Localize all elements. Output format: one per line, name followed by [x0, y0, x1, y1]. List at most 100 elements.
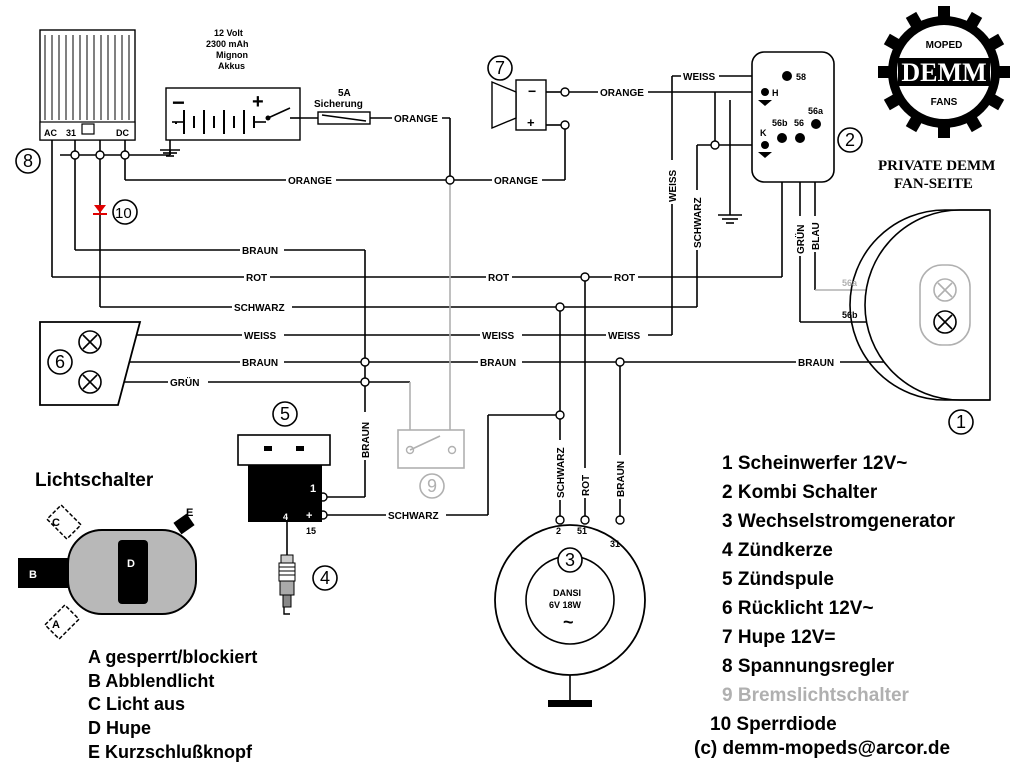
switch-e: E [186, 507, 193, 519]
battery-minus: − [172, 90, 185, 115]
copyright: (c) demm-mopeds@arcor.de [694, 738, 950, 759]
coil-1: 1 [310, 483, 316, 495]
label-rot-2: ROT [488, 273, 509, 284]
legend-7: 7 Hupe 12V= [722, 627, 836, 648]
switch-a: A [52, 619, 60, 631]
kombi-h: H [772, 88, 779, 98]
logo-bottom: FANS [931, 97, 958, 108]
component-numbers: 8 10 7 2 1 6 5 9 4 3 [15, 55, 974, 591]
legend-5: 5 Zündspule [722, 569, 834, 590]
battery-line3: Mignon [216, 50, 248, 60]
generator-spec: 6V 18W [549, 600, 582, 610]
generator-symbol: ~ [563, 612, 574, 632]
badge-5: 5 [280, 404, 290, 424]
label-blau-vertical: BLAU [811, 222, 822, 250]
fuse: 5A Sicherung [314, 88, 371, 125]
legend-4: 4 Zündkerze [722, 540, 833, 561]
switch-c: C [52, 517, 60, 529]
battery-line4: Akkus [218, 61, 245, 71]
label-rot-3: ROT [614, 273, 635, 284]
battery-plus: + [252, 91, 264, 113]
label-weiss-58: WEISS [683, 72, 716, 83]
label-braun-gen: BRAUN [616, 461, 627, 497]
logo-line2: FAN-SEITE [894, 176, 973, 192]
voltage-regulator: AC 31 DC [39, 29, 136, 141]
label-weiss-2: WEISS [482, 331, 515, 342]
badge-4: 4 [320, 568, 330, 588]
label-schwarz-coil: SCHWARZ [388, 511, 439, 522]
badge-10: 10 [115, 205, 132, 222]
legend-9: 9 Bremslichtschalter [722, 685, 910, 706]
label-weiss-1: WEISS [244, 331, 277, 342]
coil-4: 4 [283, 512, 288, 522]
badge-2: 2 [845, 130, 855, 150]
label-orange-1: ORANGE [288, 176, 332, 187]
blocking-diode [93, 205, 107, 215]
label-orange-horn: ORANGE [600, 88, 644, 99]
label-braun-4: BRAUN [798, 358, 834, 369]
legend-6: 6 Rücklicht 12V~ [722, 598, 874, 619]
battery-line2: 2300 mAh [206, 39, 249, 49]
kombi-58: 58 [796, 72, 806, 82]
spark-plug [278, 554, 296, 615]
label-braun-vertical: BRAUN [361, 422, 372, 458]
junctions [70, 87, 990, 525]
horn-plus: + [527, 115, 535, 130]
kombi-56: 56 [794, 118, 804, 128]
label-gruen-vertical: GRÜN [794, 225, 807, 254]
logo-main: DEMM [901, 58, 986, 87]
ground-symbol [160, 149, 180, 157]
regulator-31: 31 [66, 128, 76, 138]
legend-8: 8 Spannungsregler [722, 656, 895, 677]
battery: 12 Volt 2300 mAh Mignon Akkus − + [165, 28, 301, 141]
horn-minus: − [528, 83, 536, 99]
kombi-switch: 58 H K 56a 56b 56 [751, 51, 835, 183]
kombi-56b: 56b [772, 118, 788, 128]
logo-line1: PRIVATE DEMM [878, 158, 995, 174]
badge-7: 7 [495, 58, 505, 78]
coil-15: 15 [306, 526, 316, 536]
switch-d: D [127, 558, 135, 570]
label-orange-2: ORANGE [494, 176, 538, 187]
badge-3: 3 [565, 550, 575, 570]
legend-10: 10 Sperrdiode [710, 714, 837, 735]
switch-legend-c: C Licht aus [88, 694, 185, 714]
legend-1: 1 Scheinwerfer 12V~ [722, 453, 907, 474]
label-braun-2: BRAUN [242, 358, 278, 369]
kombi-k: K [760, 128, 767, 138]
demm-logo: DEMM MOPED FANS PRIVATE DEMM FAN-SEITE [878, 6, 1010, 192]
light-switch: Lichtschalter C A B D E A gesperrt/block… [18, 470, 257, 762]
headlight-56b: 56b [842, 310, 858, 320]
badge-8: 8 [23, 151, 33, 171]
ignition-coil: 1 4 + 15 [237, 434, 331, 536]
legend-3: 3 Wechselstromgenerator [722, 511, 956, 532]
generator-name: DANSI [553, 588, 581, 598]
label-orange-fuse: ORANGE [394, 114, 438, 125]
switch-legend-d: D Hupe [88, 718, 151, 738]
horn: − + [491, 79, 561, 131]
generator-2: 2 [556, 526, 561, 536]
headlight-56a: 56a [842, 278, 858, 288]
logo-top: MOPED [926, 40, 963, 51]
label-braun-3: BRAUN [480, 358, 516, 369]
label-braun-1: BRAUN [242, 246, 278, 257]
coil-plus: + [306, 510, 312, 522]
fuse-line1: 5A [338, 88, 351, 99]
legend-2: 2 Kombi Schalter [722, 482, 878, 503]
switch-legend-e: E Kurzschlußknopf [88, 742, 253, 762]
label-weiss-vertical: WEISS [668, 169, 679, 202]
label-rot-gen: ROT [581, 475, 592, 496]
label-schwarz-vertical: SCHWARZ [693, 197, 704, 248]
label-rot-1: ROT [246, 273, 267, 284]
generator-31: 31 [610, 539, 620, 549]
badge-9: 9 [427, 476, 437, 496]
switch-legend-b: B Abblendlicht [88, 671, 214, 691]
headlight: 56a 56b [842, 209, 991, 401]
component-legend: 1 Scheinwerfer 12V~ 2 Kombi Schalter 3 W… [694, 453, 956, 759]
generator: DANSI 6V 18W ~ 2 51 31 [494, 524, 646, 707]
tail-light [39, 321, 142, 406]
generator-51: 51 [577, 526, 587, 536]
brake-light-switch [397, 429, 465, 469]
